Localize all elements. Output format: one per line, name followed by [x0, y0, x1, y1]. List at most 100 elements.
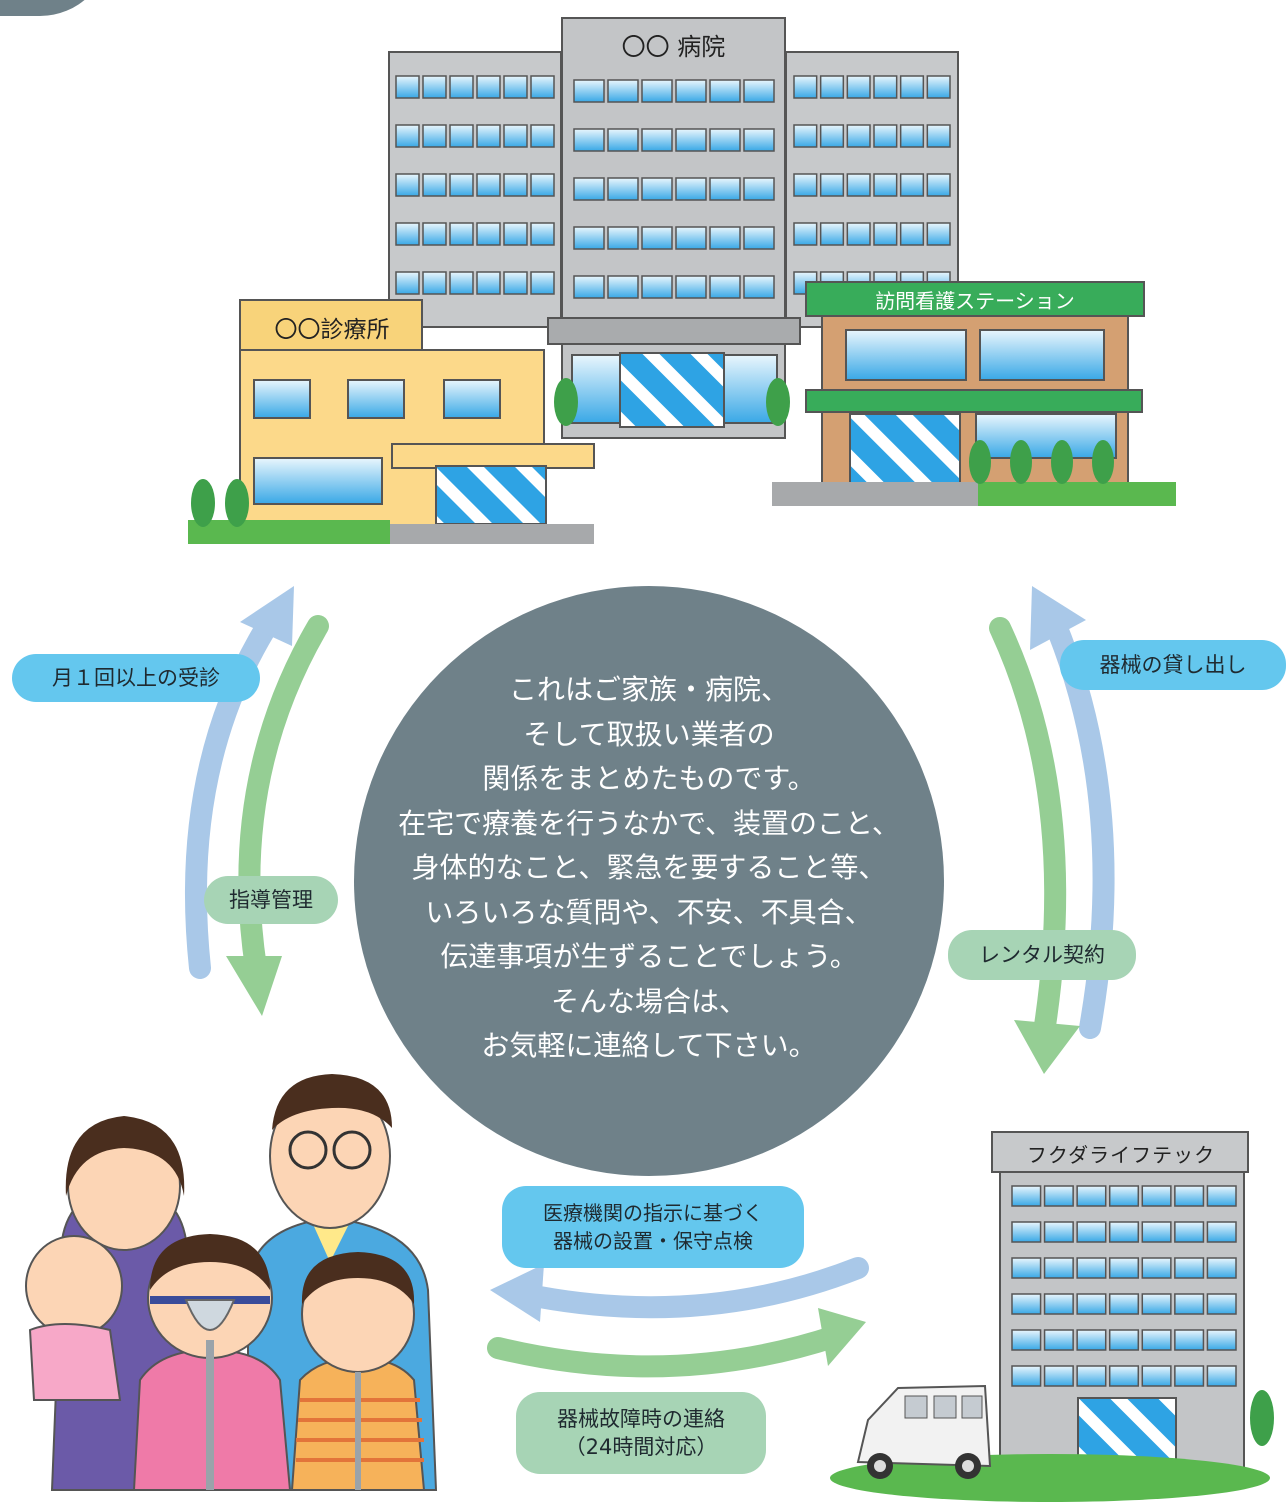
building-window — [476, 222, 501, 246]
label-equipment-loan: 器械の貸し出し — [1060, 640, 1286, 690]
building-window — [1174, 1293, 1205, 1315]
building-window — [1108, 1185, 1140, 1207]
building-window — [1206, 1185, 1237, 1207]
family-illustration — [25, 1074, 438, 1491]
building-window — [530, 271, 555, 295]
building-window — [573, 79, 605, 103]
building-window — [1206, 1221, 1237, 1243]
arrow-head-up-left — [240, 586, 294, 646]
building-window — [926, 124, 951, 148]
building-window — [709, 128, 741, 152]
building-window — [607, 226, 639, 250]
building-window — [709, 275, 741, 299]
building-window — [1011, 1257, 1042, 1279]
clinic-sign: 〇〇診療所 — [274, 317, 390, 343]
building-window — [1043, 1365, 1074, 1387]
building-window — [449, 222, 474, 246]
building-window — [1011, 1329, 1042, 1351]
building-window — [641, 128, 673, 152]
building-window — [793, 222, 818, 246]
center-line: 身体的なこと、緊急を要すること等、 — [411, 851, 887, 884]
center-line: 伝達事項が生ずることでしょう。 — [440, 940, 858, 973]
failure-line-1: 器械故障時の連絡 — [557, 1407, 725, 1431]
building-window — [793, 75, 818, 99]
clinic-building — [188, 299, 595, 544]
building-window — [1011, 1185, 1042, 1207]
building-window — [675, 128, 707, 152]
building-window — [476, 75, 501, 99]
building-window — [422, 173, 447, 197]
building-window — [709, 226, 741, 250]
building-window — [819, 222, 845, 246]
building-window — [607, 128, 639, 152]
building-window — [846, 173, 871, 197]
building-window — [1043, 1293, 1074, 1315]
installation-line-2: 器械の設置・保守点検 — [553, 1229, 753, 1253]
building-window — [819, 124, 845, 148]
building-window — [873, 173, 898, 197]
building-window — [1174, 1221, 1205, 1243]
building-window — [1141, 1365, 1172, 1387]
center-circle — [354, 586, 944, 1176]
building-window — [573, 177, 605, 201]
building-window — [1011, 1293, 1042, 1315]
building-window — [1174, 1257, 1205, 1279]
building-window — [899, 173, 925, 197]
center-line: いろいろな質問や、不安、不具合、 — [425, 895, 873, 929]
building-window — [395, 124, 420, 148]
label-guidance: 指導管理 — [204, 876, 338, 924]
building-window — [873, 75, 898, 99]
building-window — [1206, 1329, 1237, 1351]
building-window — [641, 177, 673, 201]
building-window — [1206, 1293, 1237, 1315]
building-window — [819, 173, 845, 197]
building-window — [1076, 1185, 1107, 1207]
building-window — [743, 128, 775, 152]
building-window — [1174, 1185, 1205, 1207]
building-window — [422, 222, 447, 246]
building-window — [422, 124, 447, 148]
building-window — [1141, 1329, 1172, 1351]
building-window — [793, 124, 818, 148]
building-window — [1206, 1257, 1237, 1279]
arrow-head-down-right — [1014, 1020, 1080, 1074]
building-window — [422, 75, 447, 99]
building-window — [449, 173, 474, 197]
building-window — [899, 222, 925, 246]
building-window — [873, 222, 898, 246]
building-window — [743, 226, 775, 250]
building-window — [449, 271, 474, 295]
building-window — [395, 271, 420, 295]
service-van — [856, 1384, 992, 1479]
failure-line-2: （24時間対応） — [564, 1435, 718, 1459]
arrow-head-up-right — [1030, 586, 1086, 650]
building-window — [743, 79, 775, 103]
building-window — [1043, 1257, 1074, 1279]
building-window — [846, 222, 871, 246]
building-window — [395, 75, 420, 99]
building-window — [846, 124, 871, 148]
label-monthly-visit: 月１回以上の受診 — [12, 654, 260, 702]
building-window — [503, 173, 528, 197]
building-window — [503, 75, 528, 99]
building-window — [573, 128, 605, 152]
center-line: そんな場合は、 — [550, 984, 747, 1018]
building-window — [675, 226, 707, 250]
building-window — [1076, 1221, 1107, 1243]
installation-line-1: 医療機関の指示に基づく — [543, 1201, 763, 1225]
center-line: 在宅で療養を行うなかで、装置のこと、 — [398, 806, 900, 840]
nursing-station-sign: 訪問看護ステーション — [875, 288, 1075, 313]
arrow-head-right — [818, 1308, 866, 1366]
building-window — [476, 124, 501, 148]
building-window — [819, 75, 845, 99]
building-window — [899, 124, 925, 148]
company-building — [830, 1131, 1274, 1502]
building-window — [1043, 1185, 1074, 1207]
building-window — [873, 124, 898, 148]
center-line: お気軽に連絡して下さい。 — [481, 1029, 817, 1062]
building-window — [1108, 1365, 1140, 1387]
arrow-head-left — [490, 1264, 544, 1322]
label-rental-contract: レンタル契約 — [948, 930, 1136, 980]
building-window — [422, 271, 447, 295]
